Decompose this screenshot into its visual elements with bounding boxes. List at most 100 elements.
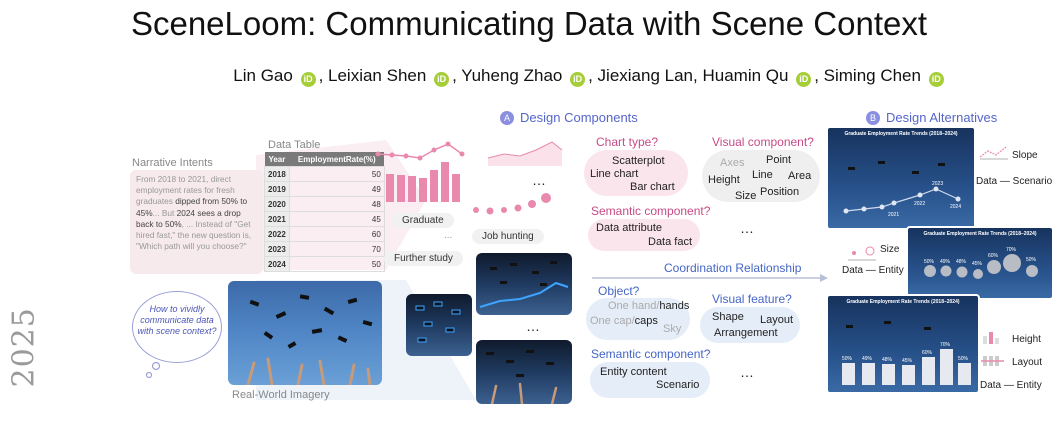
- card-title: Graduate Employment Rate Trends (2018–20…: [846, 299, 960, 305]
- legend-size: Size: [880, 244, 900, 255]
- orcid-icon[interactable]: iD: [928, 72, 944, 87]
- object-question: Object?: [598, 284, 640, 298]
- legend-data-scenario: Data — Scenario: [976, 176, 1053, 187]
- option-sky: Sky: [663, 323, 682, 335]
- height-legend-icon: [983, 332, 999, 344]
- table-cell: 2024: [264, 256, 290, 272]
- mini-line-chart: [375, 141, 465, 161]
- table-header: EmploymentRate(%): [289, 152, 385, 167]
- option-shape: Shape: [712, 311, 744, 323]
- visual-feature-question: Visual feature?: [712, 292, 792, 306]
- narrative-text: ... But: [152, 207, 177, 218]
- option-point: Point: [766, 154, 792, 166]
- pct-label: 50%: [1026, 257, 1037, 263]
- badge-a: A: [500, 111, 514, 125]
- pct-label: 60%: [988, 253, 999, 259]
- table-cell: 2018: [264, 166, 290, 182]
- slope-chart-overlay: 2021 2022 2023 2024: [843, 161, 961, 218]
- legend-data-entity-2: Data — Entity: [980, 380, 1042, 391]
- coordination-label: Coordination Relationship: [664, 261, 802, 275]
- option-hands: One hand/hands: [608, 300, 689, 312]
- bubble-tail: [145, 362, 161, 379]
- scene-highlight-overlay: [415, 301, 461, 343]
- more-charts-ellipsis: …: [532, 172, 546, 188]
- paper-title: SceneLoom: Communicating Data with Scene…: [130, 5, 928, 42]
- table-cell: 45: [288, 211, 385, 227]
- pct-label: 50%: [842, 356, 853, 362]
- option-size: Size: [735, 190, 757, 202]
- layout-legend-icon: [981, 356, 1004, 366]
- year-label: 2022: [914, 201, 925, 207]
- scene-photo-3: [476, 340, 572, 404]
- option-data-fact: Data fact: [648, 236, 693, 248]
- visual-feature-blob: [700, 307, 800, 343]
- option-text-gray: One hand/: [608, 300, 660, 312]
- option-data-attribute: Data attribute: [596, 222, 663, 234]
- option-bar-chart: Bar chart: [630, 181, 675, 193]
- orcid-icon[interactable]: iD: [300, 72, 316, 87]
- narrative-highlight: dipped from 50% to 45%: [136, 196, 248, 218]
- pct-label: 49%: [862, 356, 873, 362]
- thought-bubble: How to vividly communicate data with sce…: [132, 291, 222, 363]
- arxiv-year: 2025: [6, 307, 42, 388]
- pct-label: 45%: [902, 358, 913, 364]
- orcid-icon[interactable]: iD: [570, 72, 586, 87]
- legend-layout: Layout: [1012, 357, 1043, 368]
- legend-data-entity-1: Data — Entity: [842, 265, 904, 276]
- visual-component-question: Visual component?: [712, 135, 814, 149]
- section-a-label: Design Components: [520, 110, 638, 125]
- scene-caps-overlay: [486, 350, 558, 404]
- alternative-card-size[interactable]: Graduate Employment Rate Trends (2018–20…: [906, 226, 1054, 300]
- table-cell: 50: [288, 166, 385, 182]
- mini-area-chart: [487, 141, 563, 166]
- author: Huamin Qu: [702, 66, 789, 85]
- year-label: 2021: [888, 212, 899, 218]
- pct-label: 70%: [940, 342, 951, 348]
- option-area: Area: [788, 170, 812, 182]
- author: Lin Gao: [233, 66, 293, 85]
- pct-label: 45%: [972, 261, 983, 267]
- legend-slope: Slope: [1012, 150, 1038, 161]
- pct-label: 48%: [882, 357, 893, 363]
- section-a-header: A Design Components: [500, 110, 638, 125]
- scene-line-overlay: [479, 261, 569, 308]
- slope-legend-icon: [979, 146, 1008, 160]
- keyword-job-hunting: Job hunting: [472, 229, 544, 244]
- narrative-text: From 2018 to 2021, direct employment rat…: [136, 174, 235, 207]
- scene-photo-2: [406, 294, 472, 356]
- height-chart-overlay: 50% 49% 48% 45% 60% 70% 50%: [842, 321, 971, 385]
- option-line: Line: [752, 169, 773, 181]
- option-layout: Layout: [760, 314, 794, 326]
- pct-label: 70%: [1006, 247, 1017, 253]
- semantic-component-question-2: Semantic component?: [591, 347, 711, 361]
- semantic-component-blob-1: [588, 219, 700, 251]
- coordination-arrow: [592, 274, 828, 282]
- narrative-highlight: 2024 sees a drop back to 50%: [136, 207, 241, 229]
- keyword-further-study: Further study: [384, 251, 463, 266]
- option-scatterplot: Scatterplot: [612, 155, 665, 167]
- orcid-icon[interactable]: iD: [796, 72, 812, 87]
- option-arrangement: Arrangement: [714, 327, 778, 339]
- author: Yuheng Zhao: [461, 66, 563, 85]
- alternative-card-slope[interactable]: Graduate Employment Rate Trends (2018–20…: [826, 126, 976, 230]
- imagery-label: Real-World Imagery: [232, 389, 330, 401]
- table-cell: 2023: [264, 241, 290, 257]
- table-cell: 2020: [264, 196, 290, 212]
- narrative-text: , ... Instead of "Get hired fast," the n…: [136, 218, 252, 252]
- option-height: Height: [708, 174, 740, 186]
- visual-component-blob: [702, 150, 820, 202]
- chart-type-question: Chart type?: [596, 135, 659, 149]
- size-chart-overlay: 50% 49% 48% 45% 60% 70% 50%: [924, 247, 1038, 279]
- alternative-card-height[interactable]: Graduate Employment Rate Trends (2018–20…: [826, 294, 980, 394]
- card-title: Graduate Employment Rate Trends (2018–20…: [844, 131, 958, 137]
- year-label: 2023: [932, 181, 943, 187]
- orcid-icon[interactable]: iD: [434, 72, 450, 87]
- more-features-ellipsis: …: [740, 364, 754, 380]
- table-cell: 50: [288, 256, 385, 272]
